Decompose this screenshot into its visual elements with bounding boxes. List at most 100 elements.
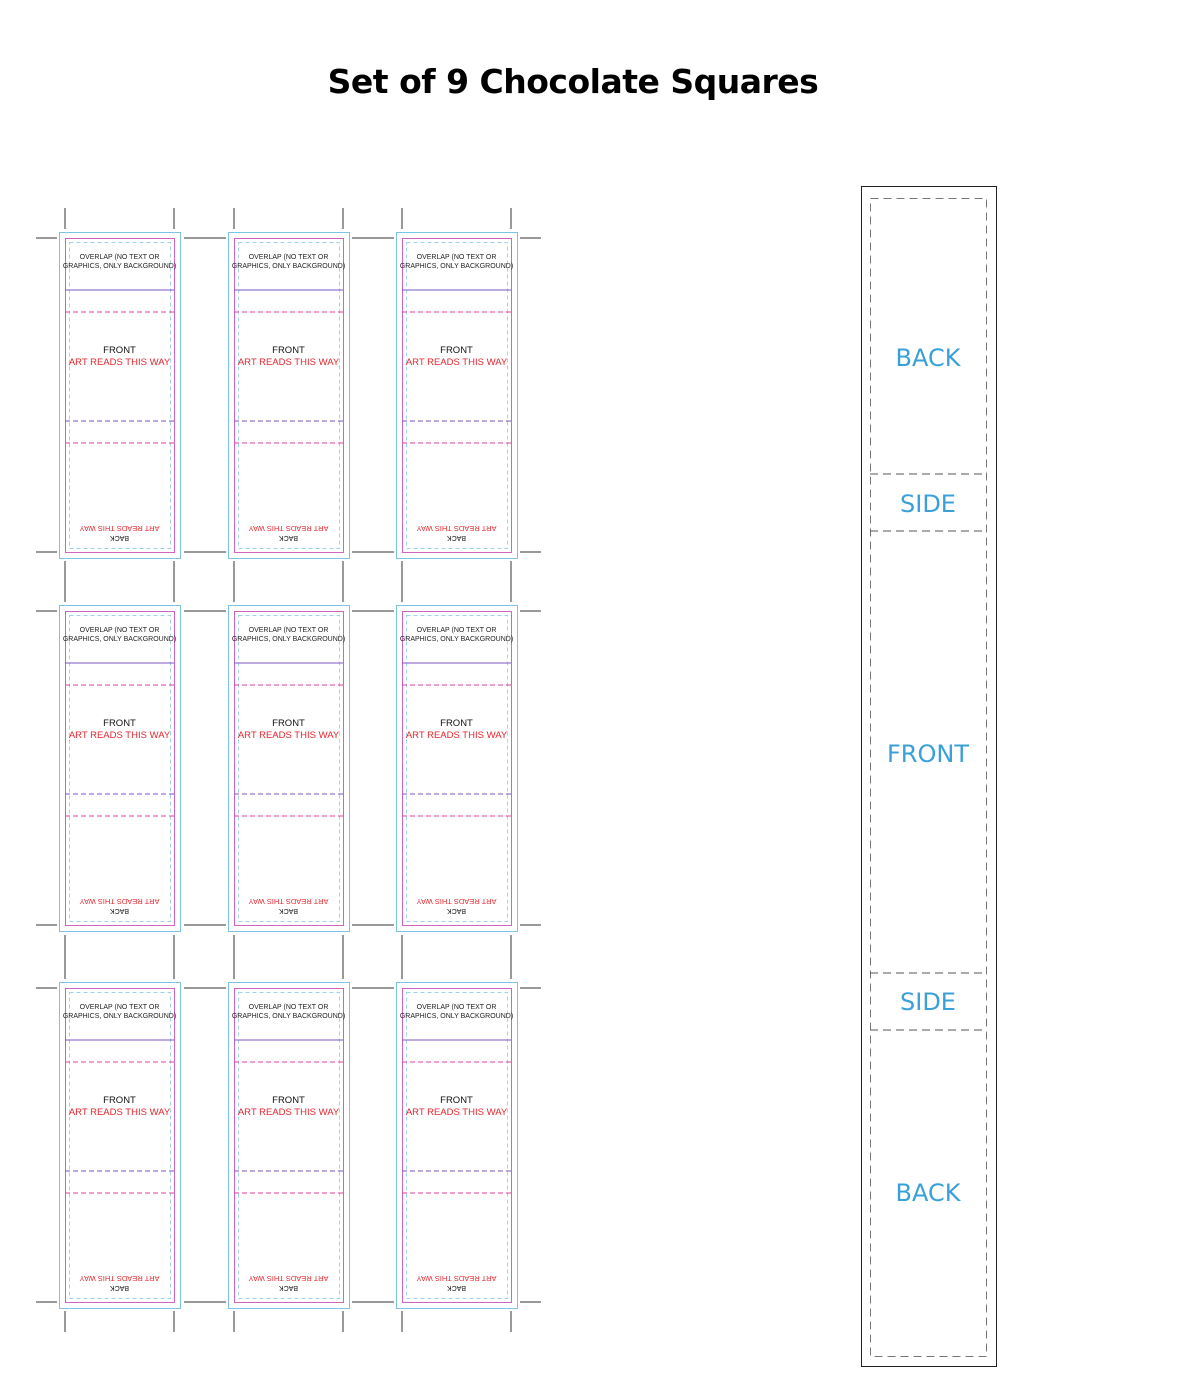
trim-line — [402, 238, 512, 553]
overlap-label: OVERLAP (NO TEXT OR — [80, 1004, 160, 1011]
trim-line — [234, 611, 344, 926]
overlap-label: OVERLAP (NO TEXT OR — [417, 1004, 497, 1011]
safe-line — [406, 615, 508, 922]
front-label: FRONT — [103, 1095, 136, 1106]
wrapper-grid: OVERLAP (NO TEXT OR GRAPHICS, ONLY BACKGR… — [59, 232, 518, 1309]
overlap-label: GRAPHICS, ONLY BACKGROUND) — [63, 263, 176, 270]
art-direction-label-inverted: ART READS THIS WAY — [416, 897, 496, 906]
wrapper: OVERLAP (NO TEXT OR GRAPHICS, ONLY BACKGR… — [396, 605, 518, 932]
art-direction-label-inverted: ART READS THIS WAY — [79, 524, 159, 533]
bleed-line — [59, 605, 181, 932]
bleed-line — [59, 232, 181, 559]
front-label: FRONT — [440, 1095, 473, 1106]
trim-line — [65, 611, 175, 926]
front-label: FRONT — [440, 718, 473, 729]
legend-label-side-bottom: SIDE — [900, 988, 956, 1016]
safe-line — [238, 615, 340, 922]
legend-label-front: FRONT — [887, 740, 969, 768]
overlap-label: OVERLAP (NO TEXT OR — [249, 627, 329, 634]
bleed-line — [228, 605, 350, 932]
front-label: FRONT — [103, 345, 136, 356]
bleed-line — [396, 982, 518, 1309]
trim-line — [234, 238, 344, 553]
back-label: BACK — [279, 1284, 298, 1291]
art-direction-label-inverted: ART READS THIS WAY — [248, 1274, 328, 1283]
safe-line — [69, 992, 171, 1299]
overlap-label: GRAPHICS, ONLY BACKGROUND) — [232, 263, 345, 270]
art-direction-label: ART READS THIS WAY — [406, 1107, 508, 1118]
overlap-label: GRAPHICS, ONLY BACKGROUND) — [232, 636, 345, 643]
front-label: FRONT — [272, 718, 305, 729]
art-direction-label-inverted: ART READS THIS WAY — [416, 524, 496, 533]
back-label: BACK — [447, 534, 466, 541]
bleed-line — [59, 982, 181, 1309]
art-direction-label: ART READS THIS WAY — [238, 357, 340, 368]
bleed-line — [396, 605, 518, 932]
trim-line — [65, 988, 175, 1303]
art-direction-label-inverted: ART READS THIS WAY — [79, 897, 159, 906]
wrapper: OVERLAP (NO TEXT OR GRAPHICS, ONLY BACKGR… — [228, 605, 350, 932]
overlap-label: GRAPHICS, ONLY BACKGROUND) — [400, 1013, 513, 1020]
art-direction-label: ART READS THIS WAY — [406, 730, 508, 741]
wrapper: OVERLAP (NO TEXT OR GRAPHICS, ONLY BACKGR… — [396, 982, 518, 1309]
overlap-label: OVERLAP (NO TEXT OR — [80, 627, 160, 634]
overlap-label: GRAPHICS, ONLY BACKGROUND) — [63, 636, 176, 643]
art-direction-label-inverted: ART READS THIS WAY — [248, 524, 328, 533]
back-label: BACK — [110, 907, 129, 914]
art-direction-label: ART READS THIS WAY — [69, 1107, 171, 1118]
front-label: FRONT — [440, 345, 473, 356]
wrapper: OVERLAP (NO TEXT OR GRAPHICS, ONLY BACKGR… — [59, 982, 181, 1309]
legend-outline — [861, 186, 997, 1367]
back-label: BACK — [279, 534, 298, 541]
safe-line — [406, 992, 508, 1299]
art-direction-label: ART READS THIS WAY — [69, 730, 171, 741]
safe-line — [238, 992, 340, 1299]
art-direction-label: ART READS THIS WAY — [406, 357, 508, 368]
overlap-label: GRAPHICS, ONLY BACKGROUND) — [63, 1013, 176, 1020]
safe-line — [69, 615, 171, 922]
front-label: FRONT — [272, 345, 305, 356]
overlap-label: OVERLAP (NO TEXT OR — [80, 254, 160, 261]
bleed-line — [228, 232, 350, 559]
trim-line — [65, 238, 175, 553]
wrapper: OVERLAP (NO TEXT OR GRAPHICS, ONLY BACKGR… — [59, 605, 181, 932]
safe-line — [238, 242, 340, 549]
back-label: BACK — [110, 1284, 129, 1291]
fold-legend: BACK SIDE FRONT SIDE BACK — [861, 186, 997, 1367]
safe-line — [406, 242, 508, 549]
wrapper: OVERLAP (NO TEXT OR GRAPHICS, ONLY BACKGR… — [228, 232, 350, 559]
legend-label-side-top: SIDE — [900, 490, 956, 518]
overlap-label: GRAPHICS, ONLY BACKGROUND) — [400, 636, 513, 643]
wrapper: OVERLAP (NO TEXT OR GRAPHICS, ONLY BACKGR… — [59, 232, 181, 559]
art-direction-label-inverted: ART READS THIS WAY — [416, 1274, 496, 1283]
legend-label-back-top: BACK — [896, 344, 962, 372]
back-label: BACK — [447, 1284, 466, 1291]
front-label: FRONT — [103, 718, 136, 729]
bleed-line — [396, 232, 518, 559]
overlap-label: OVERLAP (NO TEXT OR — [417, 627, 497, 634]
art-direction-label: ART READS THIS WAY — [238, 1107, 340, 1118]
art-direction-label: ART READS THIS WAY — [238, 730, 340, 741]
page-title: Set of 9 Chocolate Squares — [327, 62, 819, 101]
legend-label-back-bottom: BACK — [896, 1179, 962, 1207]
trim-line — [402, 988, 512, 1303]
back-label: BACK — [279, 907, 298, 914]
overlap-label: GRAPHICS, ONLY BACKGROUND) — [232, 1013, 345, 1020]
back-label: BACK — [110, 534, 129, 541]
overlap-label: OVERLAP (NO TEXT OR — [417, 254, 497, 261]
front-label: FRONT — [272, 1095, 305, 1106]
bleed-line — [228, 982, 350, 1309]
trim-line — [234, 988, 344, 1303]
overlap-label: OVERLAP (NO TEXT OR — [249, 254, 329, 261]
